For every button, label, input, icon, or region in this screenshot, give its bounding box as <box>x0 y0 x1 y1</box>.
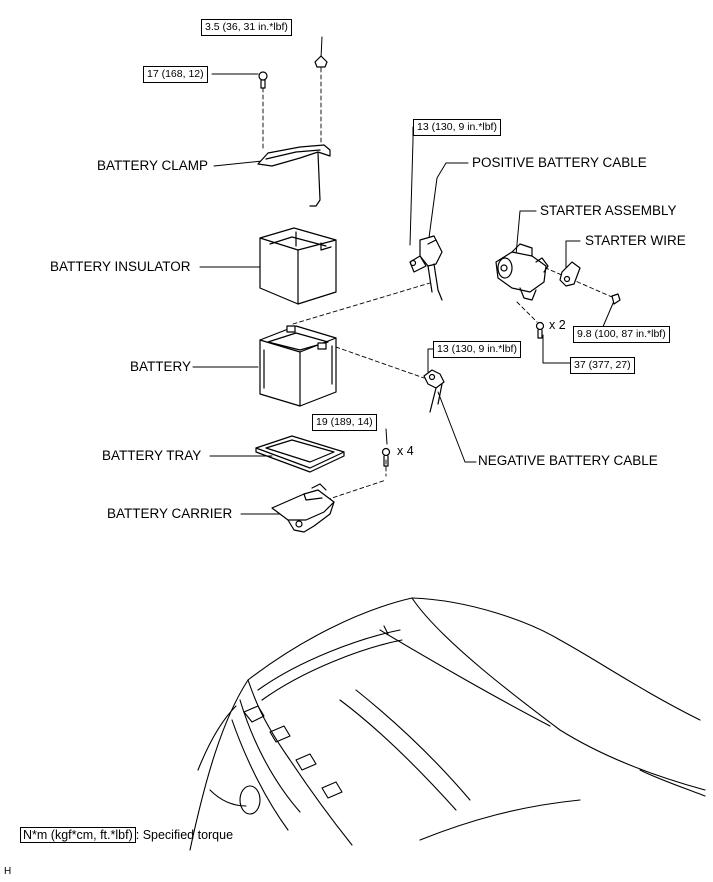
battery-drawing <box>259 325 337 407</box>
battery-carrier-drawing <box>271 447 391 533</box>
vehicle-sketch <box>189 597 706 851</box>
count-starter-bolt: x 2 <box>549 318 566 332</box>
torque-box-starter-wire-nut: 9.8 (100, 87 in.*lbf) <box>573 326 670 343</box>
legend: N*m (kgf*cm, ft.*lbf): Specified torque <box>20 827 233 843</box>
label-starter-assembly: STARTER ASSEMBLY <box>540 203 677 218</box>
leader-lines <box>192 36 615 515</box>
torque-box-carrier-bolt: 19 (189, 14) <box>312 414 377 431</box>
starter-assembly-drawing <box>495 243 621 339</box>
torque-box-clamp-nut: 3.5 (36, 31 in.*lbf) <box>201 19 292 36</box>
label-negative-battery-cable: NEGATIVE BATTERY CABLE <box>478 453 658 468</box>
label-battery-tray: BATTERY TRAY <box>102 448 202 463</box>
legend-description: : Specified torque <box>135 828 234 842</box>
label-battery-carrier: BATTERY CARRIER <box>107 506 233 521</box>
label-battery: BATTERY <box>130 359 192 374</box>
positive-battery-cable-drawing <box>409 235 443 301</box>
label-starter-wire: STARTER WIRE <box>585 233 686 248</box>
torque-box-starter-bolt: 37 (377, 27) <box>570 357 635 374</box>
battery-tray-drawing <box>255 435 345 473</box>
torque-box-negative-terminal: 13 (130, 9 in.*lbf) <box>433 341 521 358</box>
battery-insulator-drawing <box>259 227 337 305</box>
count-carrier-bolt: x 4 <box>397 444 414 458</box>
battery-clamp-drawing <box>257 55 331 207</box>
label-battery-insulator: BATTERY INSULATOR <box>50 259 191 274</box>
negative-battery-cable-drawing <box>423 369 445 413</box>
legend-unit-box: N*m (kgf*cm, ft.*lbf) <box>20 827 136 843</box>
torque-box-positive-terminal: 13 (130, 9 in.*lbf) <box>413 119 501 136</box>
corner-mark: H <box>4 866 12 877</box>
label-battery-clamp: BATTERY CLAMP <box>97 158 209 173</box>
label-positive-battery-cable: POSITIVE BATTERY CABLE <box>472 155 647 170</box>
torque-box-clamp-bolt: 17 (168, 12) <box>143 66 208 83</box>
